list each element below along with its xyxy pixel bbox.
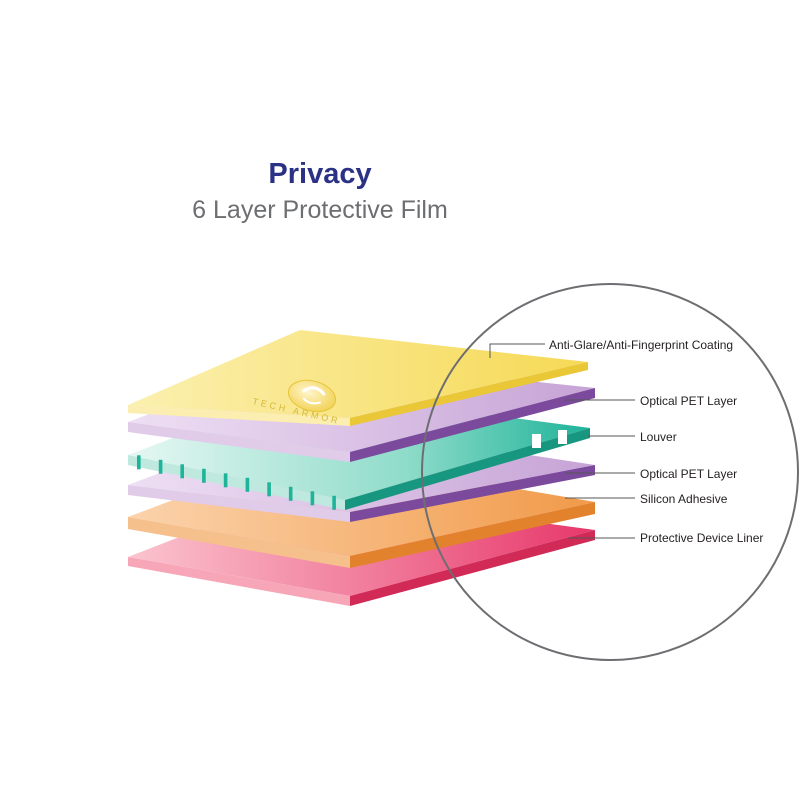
louver-tooth: [158, 459, 163, 474]
label-coating: Anti-Glare/Anti-Fingerprint Coating: [549, 338, 734, 352]
label-pet-bottom: Optical PET Layer: [640, 467, 738, 481]
label-adhesive: Silicon Adhesive: [640, 492, 728, 506]
louver-tooth: [267, 482, 271, 497]
tech-armor-logo: [287, 379, 337, 413]
page-subtitle: 6 Layer Protective Film: [192, 196, 448, 224]
label-louver: Louver: [640, 430, 677, 444]
callout-line-coating: [489, 343, 545, 358]
magnifier-circle: [421, 283, 799, 661]
page-title: Privacy: [268, 158, 372, 190]
louver-tooth: [180, 464, 184, 479]
label-pet-top: Optical PET Layer: [640, 394, 738, 408]
louver-tooth: [332, 495, 336, 510]
louver-tooth: [137, 455, 141, 470]
louver-notches: [532, 430, 567, 448]
louver-teeth: [137, 455, 336, 510]
louver-tooth: [288, 486, 293, 501]
louver-tooth: [245, 477, 250, 492]
louver-tooth: [223, 473, 228, 488]
louver-tooth: [310, 491, 315, 506]
label-liner: Protective Device Liner: [640, 531, 764, 545]
louver-tooth: [202, 468, 206, 483]
callout-lines: [489, 343, 635, 539]
